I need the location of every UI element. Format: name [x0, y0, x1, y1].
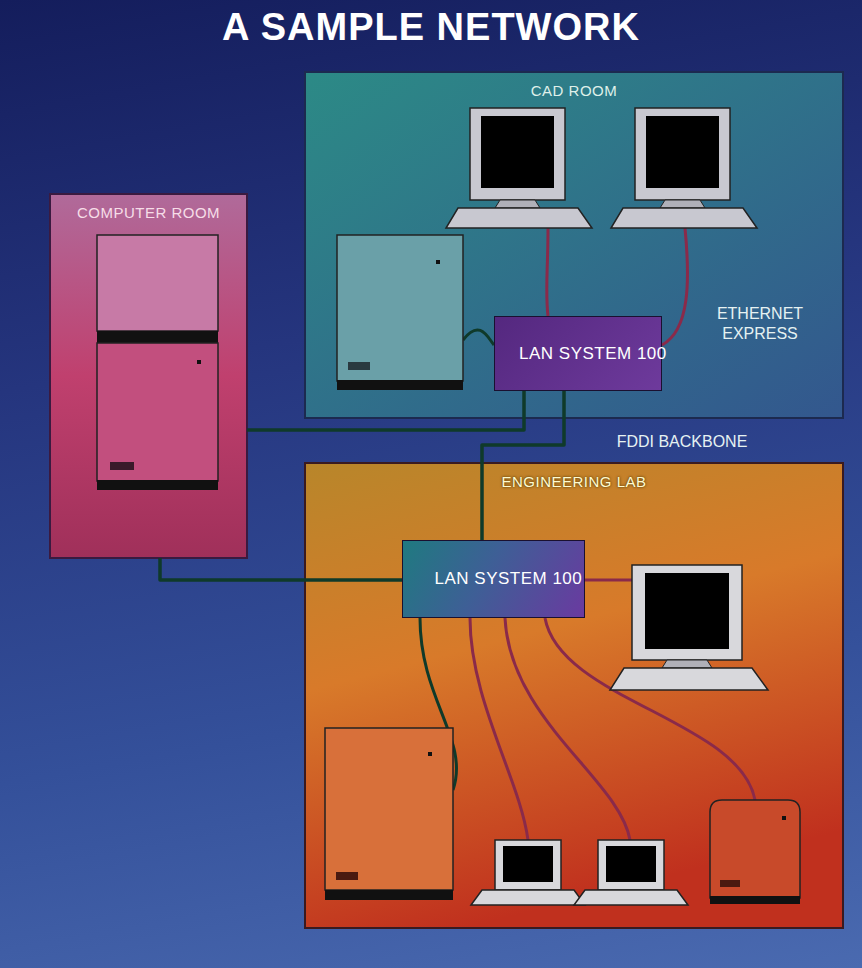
engineering-lab-area [305, 463, 843, 928]
mainframe-top [97, 235, 218, 331]
mainframe-cabinet [97, 343, 218, 481]
keyboard [471, 890, 585, 905]
room-name: ENGINEERING LAB [501, 473, 646, 490]
monitor-screen [646, 116, 719, 188]
server-base [325, 890, 453, 900]
monitor [598, 840, 664, 890]
server-plate [348, 362, 370, 370]
monitor [470, 108, 565, 200]
mainframe-base [97, 480, 218, 490]
monitor-screen [645, 573, 729, 649]
server-cabinet [325, 728, 453, 890]
tower-plate [720, 880, 740, 887]
network-cable [482, 391, 564, 540]
monitor-stand [662, 660, 712, 668]
monitor-screen [606, 846, 656, 882]
computer-room-area [50, 194, 247, 558]
monitor [632, 565, 742, 660]
cad-room-area [305, 72, 843, 418]
box-label: LAN SYSTEM 100 [435, 568, 553, 589]
room-name: COMPUTER ROOM [77, 204, 220, 221]
server-cabinet [337, 235, 463, 381]
tower-light [782, 816, 786, 820]
workstation-cable [505, 618, 630, 840]
server-base [337, 380, 463, 390]
workstation-cable [470, 618, 528, 840]
mainframe-plate [110, 462, 134, 470]
monitor-screen [481, 116, 554, 188]
keyboard [446, 208, 592, 228]
mainframe-band [97, 331, 218, 343]
room-name: CAD ROOM [531, 82, 618, 99]
workstation-cable [585, 579, 632, 582]
server-cable [463, 330, 494, 345]
workstation-cable [662, 228, 688, 345]
keyboard [610, 668, 768, 690]
server-light [428, 752, 432, 756]
room-region: COMPUTER ROOM [50, 194, 247, 558]
server-light [436, 260, 440, 264]
lan-system-box: LAN SYSTEM 100 [402, 540, 585, 618]
lan-system-box: LAN SYSTEM 100 [494, 316, 662, 391]
keyboard [574, 890, 688, 905]
box-label: LAN SYSTEM 100 [519, 343, 637, 364]
monitor-stand [660, 200, 705, 208]
room-region: ENGINEERING LAB LAN SYSTEM 100 [305, 463, 843, 928]
monitor [635, 108, 730, 200]
monitor [495, 840, 561, 890]
workstation-cable [547, 228, 548, 316]
backbone-name: FDDI BACKBONE [592, 432, 772, 452]
mainframe-light [197, 360, 201, 364]
network-cable [160, 558, 402, 580]
tower-computer [710, 800, 800, 898]
monitor-stand [495, 200, 540, 208]
network-cable [247, 391, 524, 430]
room-region: CAD ROOM LAN SYSTEM 100 [305, 72, 843, 418]
keyboard [611, 208, 757, 228]
network-name: ETHERNET EXPRESS [700, 304, 820, 344]
tower-base [710, 896, 800, 904]
diagram-title: A SAMPLE NETWORK [0, 6, 862, 49]
server-plate [336, 872, 358, 880]
monitor-screen [503, 846, 553, 882]
